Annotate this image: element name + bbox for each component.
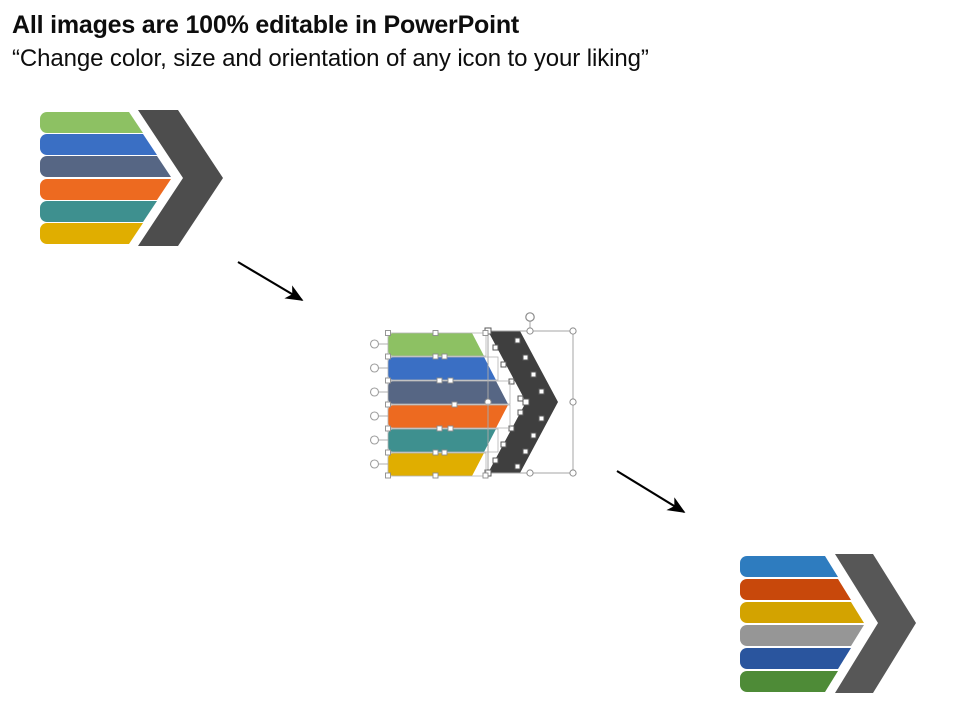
rotate-handle-icon[interactable] [369, 339, 380, 349]
arrow-center-to-bottom [611, 464, 701, 531]
bar-rotate-handles[interactable] [369, 339, 389, 469]
rotate-handle-icon[interactable] [369, 459, 380, 469]
resize-handle[interactable] [569, 398, 577, 406]
page-title: All images are 100% editable in PowerPoi… [12, 11, 520, 39]
stacked-chevron-arrow-original[interactable] [30, 105, 240, 255]
resize-handle[interactable] [569, 469, 577, 477]
bar-5[interactable] [740, 648, 851, 669]
bar-6[interactable] [388, 453, 484, 476]
resize-handle[interactable] [526, 469, 534, 477]
bar-1[interactable] [740, 556, 838, 577]
bar-5[interactable] [40, 201, 157, 222]
bar-3[interactable] [388, 381, 508, 404]
bar-1[interactable] [388, 333, 484, 356]
stacked-chevron-arrow-recolored[interactable] [730, 548, 930, 703]
bar-4[interactable] [40, 179, 171, 200]
rotate-handle-icon[interactable] [369, 435, 380, 445]
vertex-handle[interactable] [517, 395, 524, 402]
rotate-handle-icon[interactable] [369, 411, 380, 421]
bar-5[interactable] [388, 429, 496, 452]
chevron-shape[interactable] [835, 554, 916, 693]
arrow-line [616, 470, 686, 513]
stacked-chevron-arrow-selected[interactable] [368, 312, 593, 483]
bar-1[interactable] [40, 112, 143, 133]
page-subtitle: “Change color, size and orientation of a… [12, 45, 649, 72]
bar-3[interactable] [40, 156, 171, 177]
rotate-handle-icon[interactable] [525, 312, 535, 322]
bar-4[interactable] [740, 625, 864, 646]
vertex-handle[interactable] [508, 378, 515, 385]
bar-6[interactable] [40, 223, 143, 244]
rotate-handle-icon[interactable] [369, 363, 380, 373]
bar-6[interactable] [740, 671, 838, 692]
resize-handle[interactable] [569, 327, 577, 335]
bar-3[interactable] [740, 602, 864, 623]
arrow-line [237, 261, 304, 301]
resize-handle[interactable] [526, 327, 534, 335]
bar-2[interactable] [388, 357, 496, 380]
chevron-shape[interactable] [138, 110, 223, 246]
bar-2[interactable] [740, 579, 851, 600]
bar-2[interactable] [40, 134, 157, 155]
bar-4[interactable] [388, 405, 508, 428]
arrow-top-to-center [232, 255, 318, 318]
rotate-handle-icon[interactable] [369, 387, 380, 397]
